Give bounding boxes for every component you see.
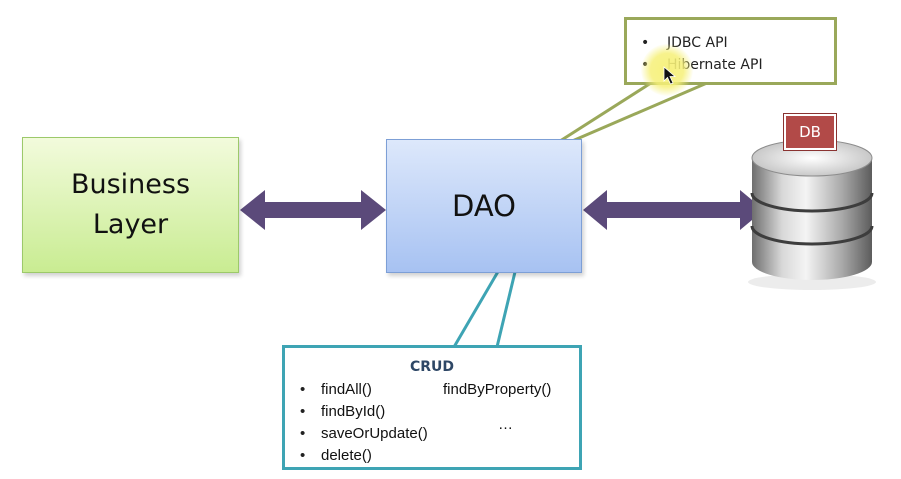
arrow-dao-db (583, 190, 764, 230)
crud-title: CRUD (409, 359, 455, 375)
crud-item-save-or-update: saveOrUpdate() (300, 423, 428, 445)
crud-item-find-by-id: findById() (300, 401, 428, 423)
db-label-badge: DB (783, 113, 837, 151)
crud-item-find-all: findAll() (300, 379, 428, 401)
crud-callout: CRUD findAll() findById() saveOrUpdate()… (282, 345, 582, 470)
db-label: DB (799, 123, 821, 141)
business-layer-box: Business Layer (22, 137, 239, 273)
crud-method-list: findAll() findById() saveOrUpdate() dele… (300, 379, 428, 467)
mouse-cursor-icon (663, 66, 677, 85)
business-layer-label-line1: Business (70, 169, 191, 200)
crud-ellipsis: … (498, 416, 514, 433)
dao-label: DAO (452, 189, 516, 223)
crud-item-find-by-property: findByProperty() (443, 381, 552, 398)
api-item-jdbc: JDBC API (641, 32, 834, 54)
crud-item-delete: delete() (300, 445, 428, 467)
dao-box: DAO (386, 139, 582, 273)
database-icon (748, 139, 876, 290)
arrow-business-dao (240, 190, 386, 230)
business-layer-label-line2: Layer (92, 209, 169, 240)
